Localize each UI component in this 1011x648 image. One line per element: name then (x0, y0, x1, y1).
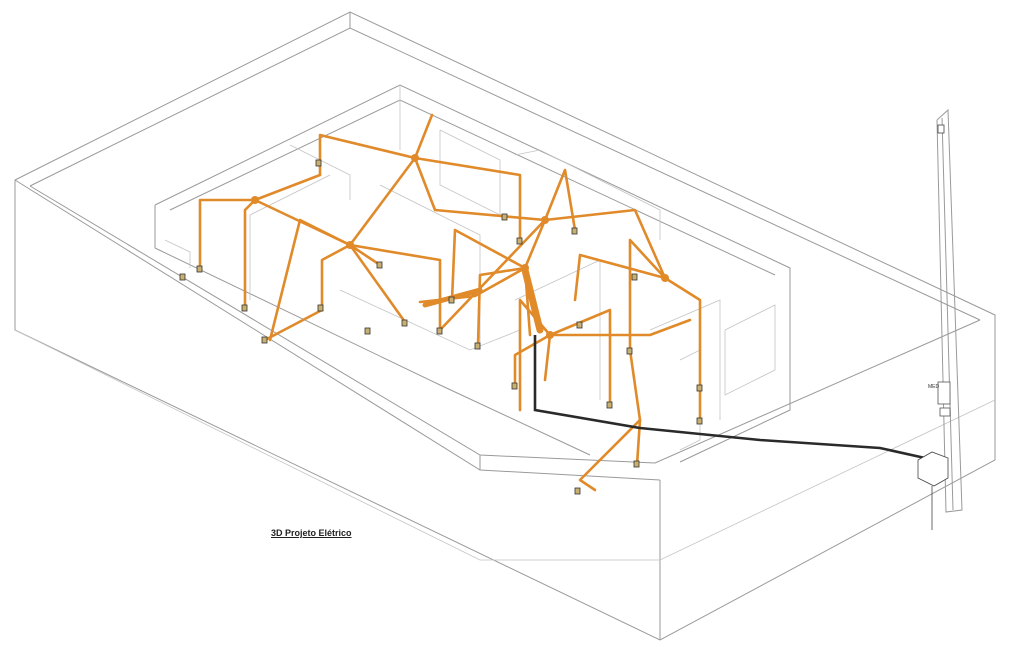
conduit-junctions (251, 154, 669, 339)
electrical-conduits (198, 113, 702, 492)
meter-pole (917, 108, 963, 530)
meter-label: MED (928, 384, 940, 390)
house-walls (154, 84, 791, 463)
drawing-title: 3D Projeto Elétrico (271, 528, 352, 538)
outer-walls (14, 11, 996, 641)
service-feeder (533, 335, 926, 460)
outlet-boxes (179, 159, 703, 495)
